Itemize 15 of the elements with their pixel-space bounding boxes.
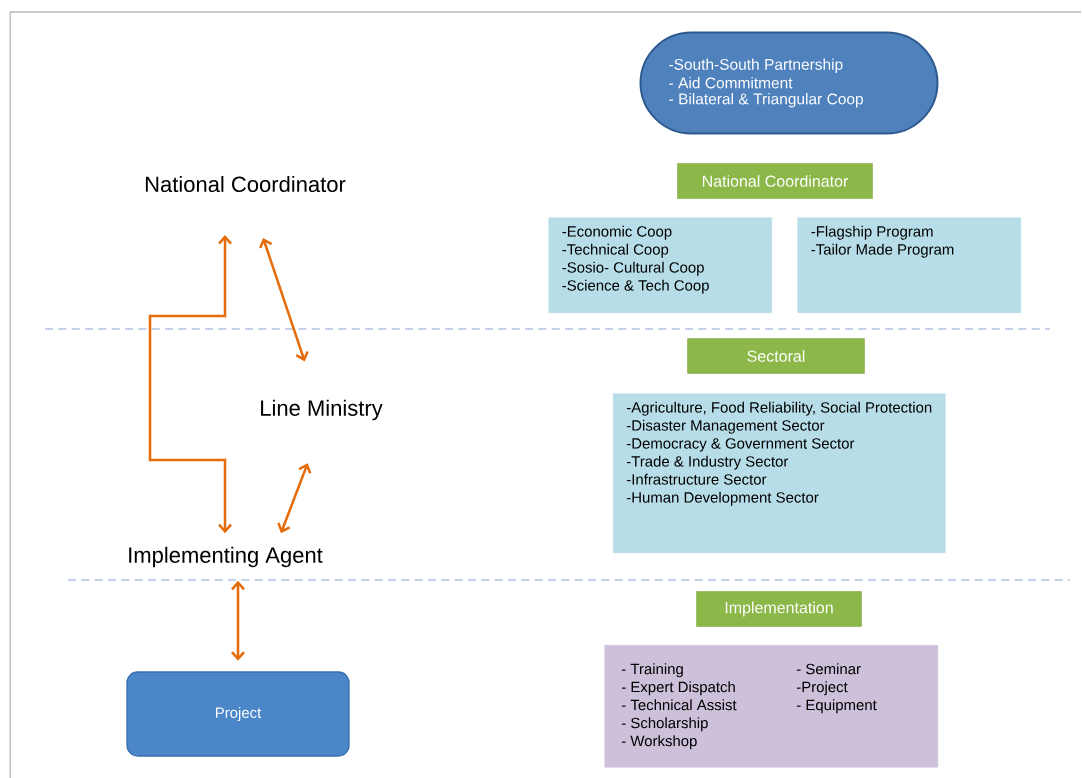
heading-box: Implementation — [696, 591, 862, 627]
label-text: National Coordinator — [145, 175, 346, 193]
label-text: Implementing Agent — [129, 546, 323, 568]
list-box: -Agriculture, Food Reliability, Social Protection -Disaster Management Sector -Democracy & Government Sector -Trade & Industry Sector -Infrastructure Sector -Human Development Sector — [613, 393, 946, 554]
heading-box: Sectoral — [687, 338, 865, 374]
arrow — [148, 235, 232, 534]
list-box: - Training - Expert Dispatch - Technical Assist - Scholarship - Workshop - Seminar -Project - Equipment — [604, 645, 939, 768]
arrow — [231, 580, 245, 661]
arrow — [277, 463, 312, 534]
label-text: Line Ministry — [261, 399, 383, 421]
list-box: -Economic Coop -Technical Coop -Sosio- Cultural Coop -Science & Tech Coop — [548, 217, 773, 314]
arrow — [259, 237, 309, 362]
heading-box: National Coordinator — [677, 163, 873, 199]
project-box: Project — [126, 671, 350, 757]
list-box: -Flagship Program -Tailor Made Program — [797, 217, 1022, 314]
